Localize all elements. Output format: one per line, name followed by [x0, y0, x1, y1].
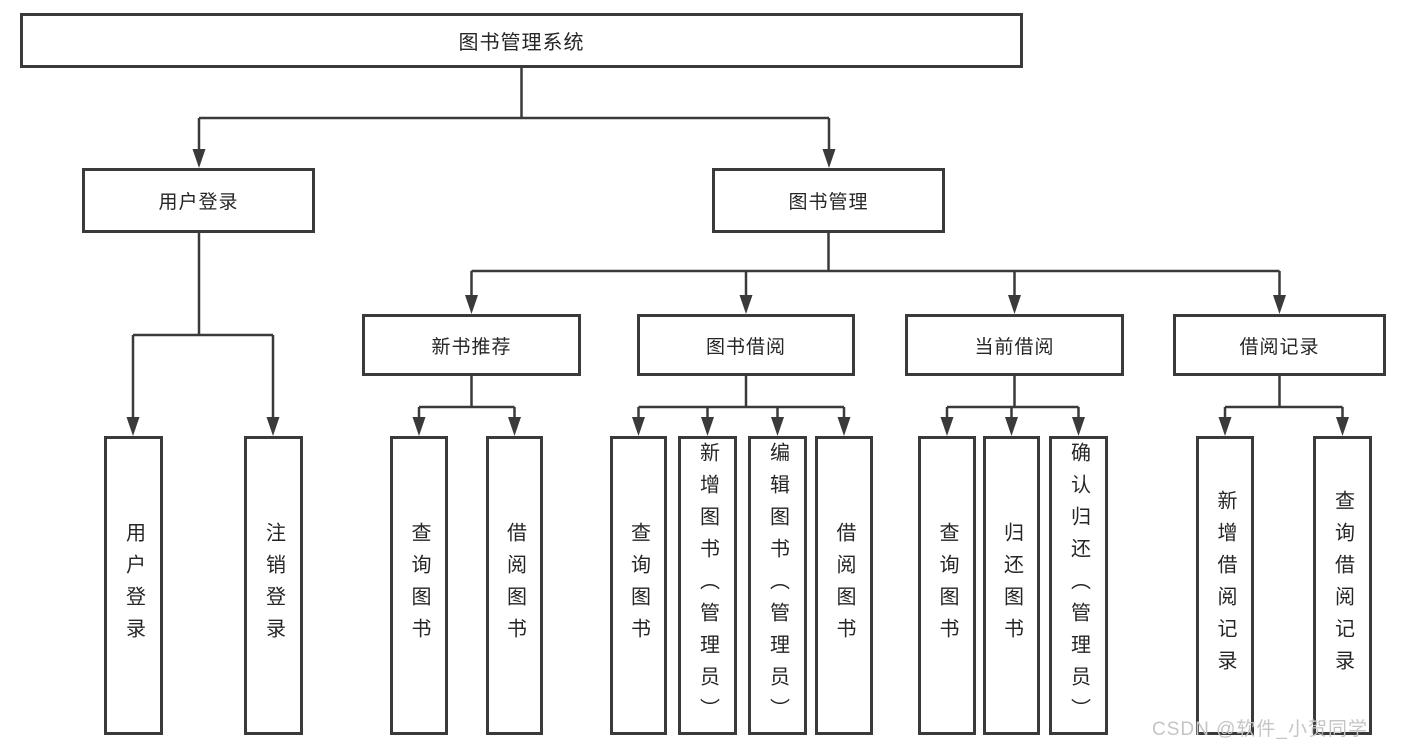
node-book-borrowing: 图书借阅: [637, 314, 855, 376]
leaf-nbr-borrow-book: 借阅图书: [486, 436, 543, 735]
leaf-logout-label: 注销登录: [262, 521, 285, 650]
leaf-cb-query-book-label: 查询图书: [936, 521, 958, 650]
node-current-borrowing-label: 当前借阅: [974, 336, 1055, 358]
leaf-cb-confirm-return: 确认归还（管理员）: [1049, 436, 1108, 735]
node-book-management: 图书管理: [712, 168, 945, 233]
node-current-borrowing: 当前借阅: [905, 314, 1124, 376]
leaf-nbr-borrow-book-label: 借阅图书: [503, 521, 526, 650]
leaf-br-add-record: 新增借阅记录: [1196, 436, 1254, 735]
leaf-bb-query-book-label: 查询图书: [627, 521, 650, 650]
node-new-book-recommend-label: 新书推荐: [431, 336, 512, 358]
leaf-nbr-query-book: 查询图书: [390, 436, 448, 735]
leaf-br-add-record-label: 新增借阅记录: [1214, 489, 1236, 682]
leaf-logout: 注销登录: [244, 436, 303, 735]
leaf-bb-add-book-label: 新增图书（管理员）: [696, 441, 719, 730]
leaf-bb-query-book: 查询图书: [610, 436, 667, 735]
leaf-bb-borrow-book-label: 借阅图书: [833, 521, 855, 650]
leaf-cb-confirm-return-label: 确认归还（管理员）: [1067, 441, 1090, 730]
node-borrowing-records-label: 借阅记录: [1239, 336, 1320, 358]
node-borrowing-records: 借阅记录: [1173, 314, 1386, 376]
leaf-bb-add-book: 新增图书（管理员）: [678, 436, 737, 735]
node-user-login: 用户登录: [82, 168, 315, 233]
node-book-management-label: 图书管理: [788, 192, 869, 213]
node-root: 图书管理系统: [20, 13, 1023, 68]
leaf-br-query-record: 查询借阅记录: [1313, 436, 1372, 735]
leaf-bb-edit-book: 编辑图书（管理员）: [748, 436, 807, 735]
csdn-watermark: CSDN @软件_小贺同学: [1152, 719, 1368, 740]
leaf-br-query-record-label: 查询借阅记录: [1331, 489, 1354, 682]
arrowheads: [126, 149, 1349, 436]
leaf-bb-edit-book-label: 编辑图书（管理员）: [766, 441, 789, 730]
leaf-cb-query-book: 查询图书: [918, 436, 976, 735]
leaf-nbr-query-book-label: 查询图书: [408, 521, 430, 650]
node-book-borrowing-label: 图书借阅: [705, 336, 786, 358]
leaf-cb-return-book-label: 归还图书: [1000, 521, 1023, 650]
leaf-cb-return-book: 归还图书: [983, 436, 1040, 735]
leaf-user-login: 用户登录: [104, 436, 163, 735]
leaf-bb-borrow-book: 借阅图书: [815, 436, 873, 735]
node-new-book-recommend: 新书推荐: [362, 314, 581, 376]
leaf-user-login-label: 用户登录: [122, 521, 145, 650]
node-root-label: 图书管理系统: [458, 32, 585, 54]
node-user-login-label: 用户登录: [158, 192, 239, 213]
